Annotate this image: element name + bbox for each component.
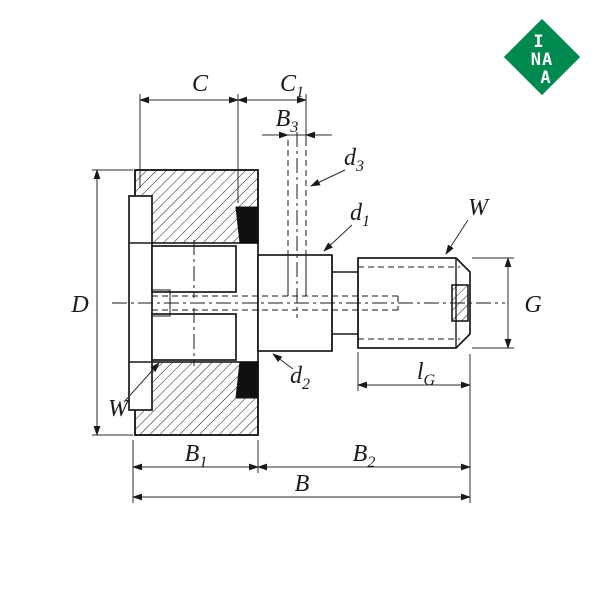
leader-d2 — [272, 353, 294, 370]
ina-logo-diamond — [503, 18, 581, 96]
dim-label-B2: B2 — [353, 441, 376, 471]
dim-label-G: G — [524, 292, 541, 318]
centerlines — [112, 132, 505, 366]
dim-label-d1: d1 — [350, 200, 370, 230]
ina-logo-letter-bottom: A — [540, 68, 551, 88]
leader-d1 — [323, 224, 353, 252]
dim-label-B: B — [295, 471, 310, 497]
dim-label-lG: lG — [417, 359, 436, 389]
part-cross-section — [128, 140, 471, 436]
dim-label-C: C — [192, 71, 209, 97]
dim-label-D: D — [70, 292, 88, 318]
leader-W-roller — [123, 362, 160, 403]
ina-logo: I NA A — [503, 18, 581, 96]
dim-label-W-thread: W — [468, 195, 490, 221]
leader-d3 — [310, 169, 346, 187]
seal-bottom — [235, 361, 259, 399]
seal-top — [235, 206, 259, 244]
dimension-labels: C C1 B3 d3 d1 W D G d2 lG W B1 B2 B — [70, 71, 541, 497]
ina-logo-letter-top: I — [533, 32, 544, 52]
dim-label-d2: d2 — [290, 363, 310, 393]
dimension-lines — [92, 94, 514, 503]
ina-logo-letter-middle: NA — [531, 50, 553, 70]
dim-label-W-roller: W — [108, 396, 130, 422]
dim-label-d3: d3 — [344, 145, 364, 175]
leader-W-thread — [445, 219, 469, 255]
dim-label-B3: B3 — [276, 106, 299, 136]
dim-label-C1: C1 — [280, 71, 304, 101]
dim-label-B1: B1 — [185, 441, 208, 471]
